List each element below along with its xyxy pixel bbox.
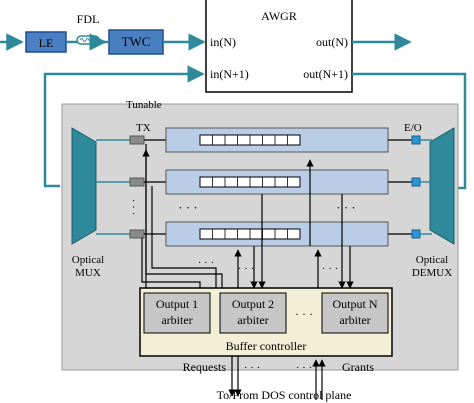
buffer-row-3 [96,221,432,247]
tx-block-2 [129,177,145,187]
eo-block-3 [411,229,421,239]
arbiter-output-1 [143,292,211,334]
tx-label: TX [136,122,151,134]
tx-ellipsis: · · · [127,199,139,216]
optical-demux-label-1: Optical [416,254,448,266]
control-ellipsis-1: · · · [238,263,255,275]
eo-block-2 [411,177,421,187]
tunable-label: Tunable [126,99,162,111]
buffer-controller-label: Buffer controller [226,339,307,353]
arbiter-1-line1: Output 1 [156,297,198,311]
awgr-title: AWGR [261,9,297,23]
rows-ellipsis-right: · · · [336,200,356,215]
optical-demux-label-2: DEMUX [412,267,452,279]
control-ellipsis-2: · · · [322,263,339,275]
control-ellipsis-3: · · · [198,257,215,269]
optical-mux [71,127,97,245]
control-lines [141,144,354,289]
rows-ellipsis-left: · · · [178,200,198,215]
arbiter-1-line2: arbiter [161,313,192,327]
queue-cells [212,135,288,239]
arbiters-ellipsis: · · · [295,307,313,321]
awgr-in-n: in(N) [210,35,236,49]
arbiter-output-n [321,292,389,334]
awgr-in-n1: in(N+1) [210,67,249,81]
fdl-label: FDL [77,12,100,26]
requests-label: Requests [183,360,227,374]
le-label: LE [39,36,54,50]
dos-control-label: To/From DOS control plane [217,388,352,402]
awgr-out-n: out(N) [316,35,348,49]
arbiter-n-line2: arbiter [339,313,370,327]
tx-block-3 [129,229,145,239]
optical-demux [429,127,455,245]
arbiter-2-line2: arbiter [237,313,268,327]
optical-mux-label-1: Optical [72,254,104,266]
eo-block-1 [411,135,421,145]
tx-block-1 [129,135,145,145]
arbiter-2-line1: Output 2 [232,297,274,311]
awgr-block [205,0,353,93]
awgr-out-n1: out(N+1) [303,67,348,81]
eo-label: E/O [404,122,422,134]
arbiter-output-2 [219,292,287,334]
requests-ellipsis: · · · [244,362,261,374]
mux-to-awgr-in-n1 [43,65,205,188]
grants-label: Grants [342,360,374,374]
grants-ellipsis: · · · [296,362,313,374]
arbiter-n-line1: Output N [333,297,378,311]
dos-lines [228,356,326,400]
optical-mux-label-2: MUX [75,267,101,279]
twc-label: TWC [122,34,151,49]
